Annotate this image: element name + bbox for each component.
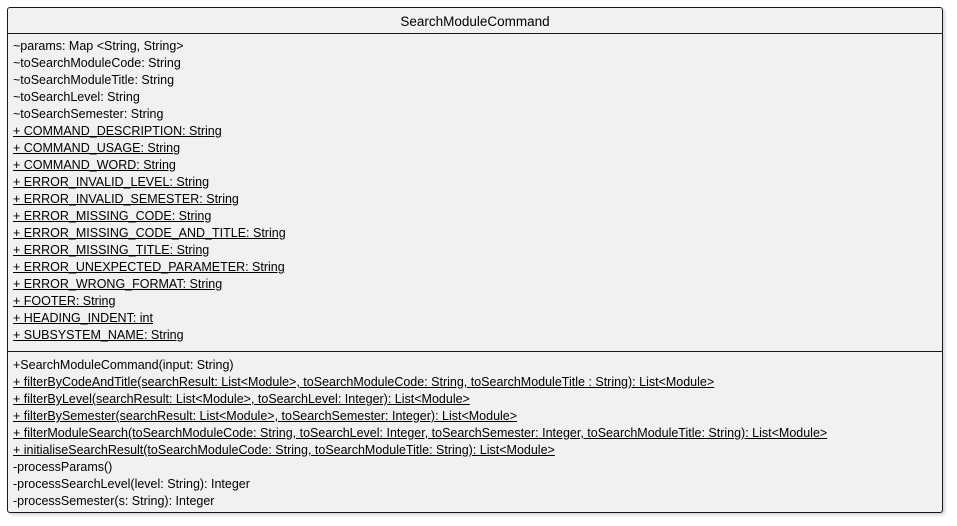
attribute-row: + ERROR_UNEXPECTED_PARAMETER: String xyxy=(13,260,285,274)
attribute-row: + COMMAND_WORD: String xyxy=(13,158,176,172)
attributes-compartment: ~params: Map <String, String> ~toSearchMo… xyxy=(8,34,942,352)
attribute-row: + ERROR_INVALID_LEVEL: String xyxy=(13,175,210,189)
attribute-row: ~toSearchModuleTitle: String xyxy=(13,73,175,87)
method-row: + filterBySemester(searchResult: List<Mo… xyxy=(13,409,518,423)
methods-compartment: +SearchModuleCommand(input: String) + fil… xyxy=(8,352,942,510)
attribute-row: + ERROR_MISSING_TITLE: String xyxy=(13,243,210,257)
class-name: SearchModuleCommand xyxy=(8,8,942,34)
attribute-row: + ERROR_INVALID_SEMESTER: String xyxy=(13,192,239,206)
attribute-row: + COMMAND_USAGE: String xyxy=(13,141,181,155)
method-row: +SearchModuleCommand(input: String) xyxy=(13,358,234,372)
attribute-row: + SUBSYSTEM_NAME: String xyxy=(13,328,184,342)
method-row: -processSearchLevel(level: String): Inte… xyxy=(13,477,250,491)
attribute-row: + ERROR_MISSING_CODE: String xyxy=(13,209,212,223)
method-row: -processSemester(s: String): Integer xyxy=(13,494,215,508)
method-row: + filterByLevel(searchResult: List<Modul… xyxy=(13,392,470,406)
attribute-row: ~toSearchLevel: String xyxy=(13,90,140,104)
method-row: + filterModuleSearch(toSearchModuleCode:… xyxy=(13,426,828,440)
attribute-row: ~params: Map <String, String> xyxy=(13,39,184,53)
attribute-row: + FOOTER: String xyxy=(13,294,116,308)
attribute-row: + ERROR_WRONG_FORMAT: String xyxy=(13,277,223,291)
method-row: + filterByCodeAndTitle(searchResult: Lis… xyxy=(13,375,715,389)
method-row: + initialiseSearchResult(toSearchModuleC… xyxy=(13,443,555,457)
uml-class-box: SearchModuleCommand ~params: Map <String… xyxy=(7,7,943,513)
attribute-row: + ERROR_MISSING_CODE_AND_TITLE: String xyxy=(13,226,286,240)
method-row: -processParams() xyxy=(13,460,113,474)
attribute-row: ~toSearchModuleCode: String xyxy=(13,56,181,70)
attribute-row: ~toSearchSemester: String xyxy=(13,107,164,121)
attribute-row: + COMMAND_DESCRIPTION: String xyxy=(13,124,222,138)
attribute-row: + HEADING_INDENT: int xyxy=(13,311,153,325)
